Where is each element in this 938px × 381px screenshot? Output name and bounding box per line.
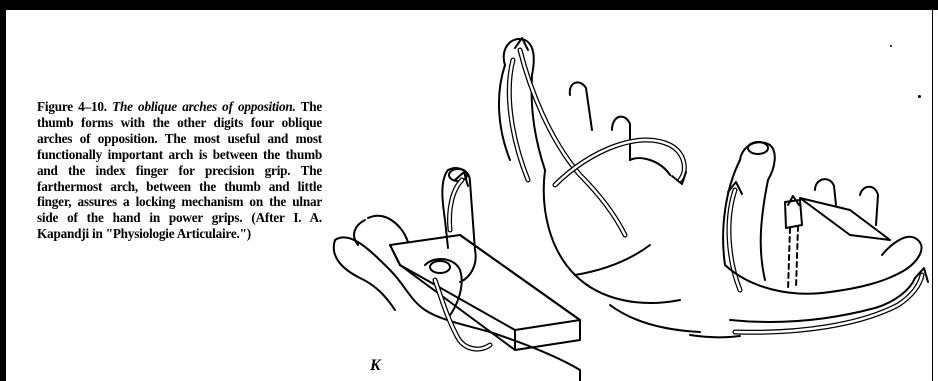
left-border [0,0,6,381]
right-hand-drawing [690,142,928,337]
artist-signature: K [369,357,382,374]
speck [918,95,921,98]
figure-body: The thumb forms with the other digits fo… [37,99,322,241]
speck [890,45,892,47]
figure-title: The oblique arches of opposition. [112,99,295,114]
right-border [932,10,933,381]
hands-illustration: K [330,20,930,381]
top-border [0,0,938,10]
figure-label: Figure 4–10. [37,99,107,114]
figure-caption: Figure 4–10. The oblique arches of oppos… [37,99,322,242]
